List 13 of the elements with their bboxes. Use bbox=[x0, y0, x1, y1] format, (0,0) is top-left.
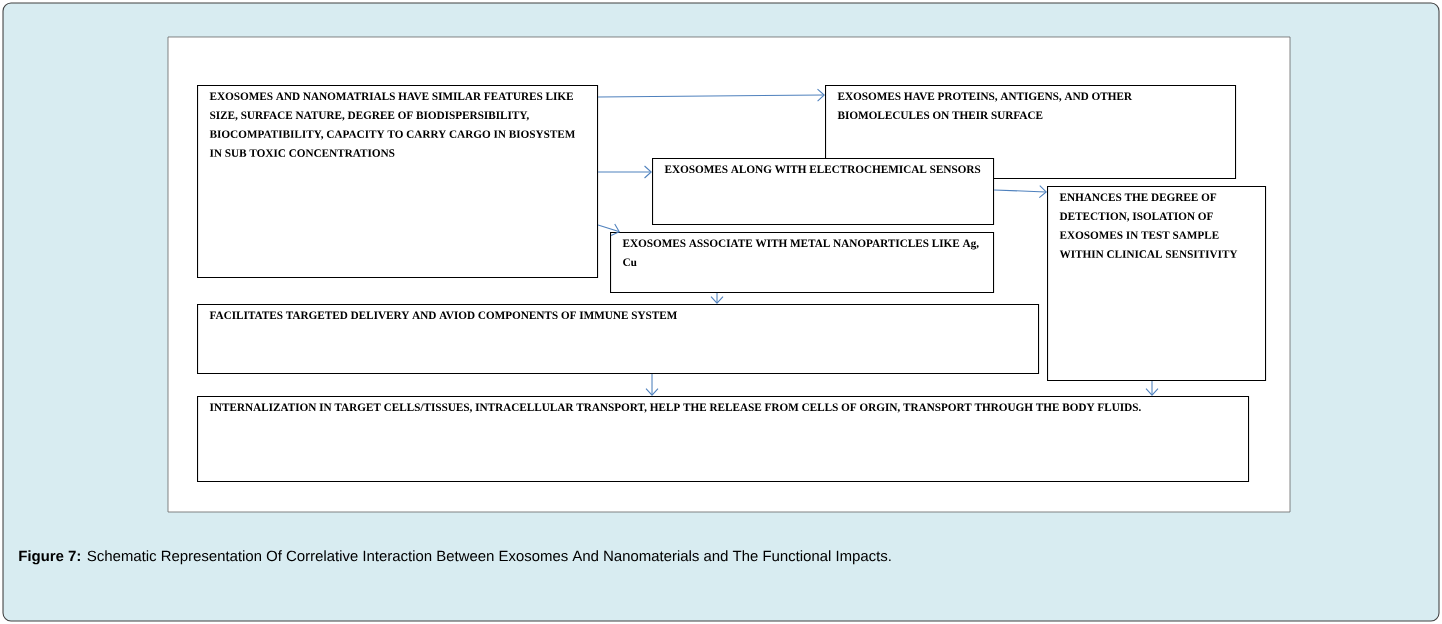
arrow bbox=[993, 185, 1047, 199]
text-box: EXOSOMES ASSOCIATE WITH METAL NANOPARTICLES LIKE Ag, Cu bbox=[610, 232, 995, 294]
text-box: FACILITATES TARGETED DELIVERY AND AVIOD COMPONENTS OF IMMUNE SYSTEM bbox=[197, 304, 1040, 375]
text-box: EXOSOMES ALONG WITH ELECTROCHEMICAL SENSORS bbox=[652, 158, 995, 226]
arrow bbox=[645, 373, 659, 396]
text-box: ENHANCES THE DEGREE OF DETECTION, ISOLATION OF EXOSOMES IN TEST SAMPLE WITHIN CLINICAL SENSITIVITY bbox=[1047, 186, 1267, 382]
arrow bbox=[597, 223, 620, 236]
arrow bbox=[1145, 380, 1159, 396]
arrow bbox=[597, 165, 652, 179]
text-box: EXOSOMES AND NANOMATRIALS HAVE SIMILAR FEATURES LIKE SIZE, SURFACE NATURE, DEGREE OF BIODISPERSIBILITY, BIOCOMPATIBILITY, CAPACITY TO CARRY CARGO IN BIOSYSTEM IN SUB TOXIC CONCENTRATIONS bbox=[197, 85, 599, 279]
text-box: INTERNALIZATION IN TARGET CELLS/TISSUES, INTRACELLULAR TRANSPORT, HELP THE RELEASE FROM CELLS OF ORGIN, TRANSPORT THROUGH THE BODY FLUIDS. bbox=[197, 396, 1250, 483]
arrow bbox=[597, 88, 825, 102]
caption: Figure 7: Schematic Representation Of Correlative Interaction Between Exosomes And Nanomaterials and The Functional Impacts. bbox=[19, 550, 891, 565]
